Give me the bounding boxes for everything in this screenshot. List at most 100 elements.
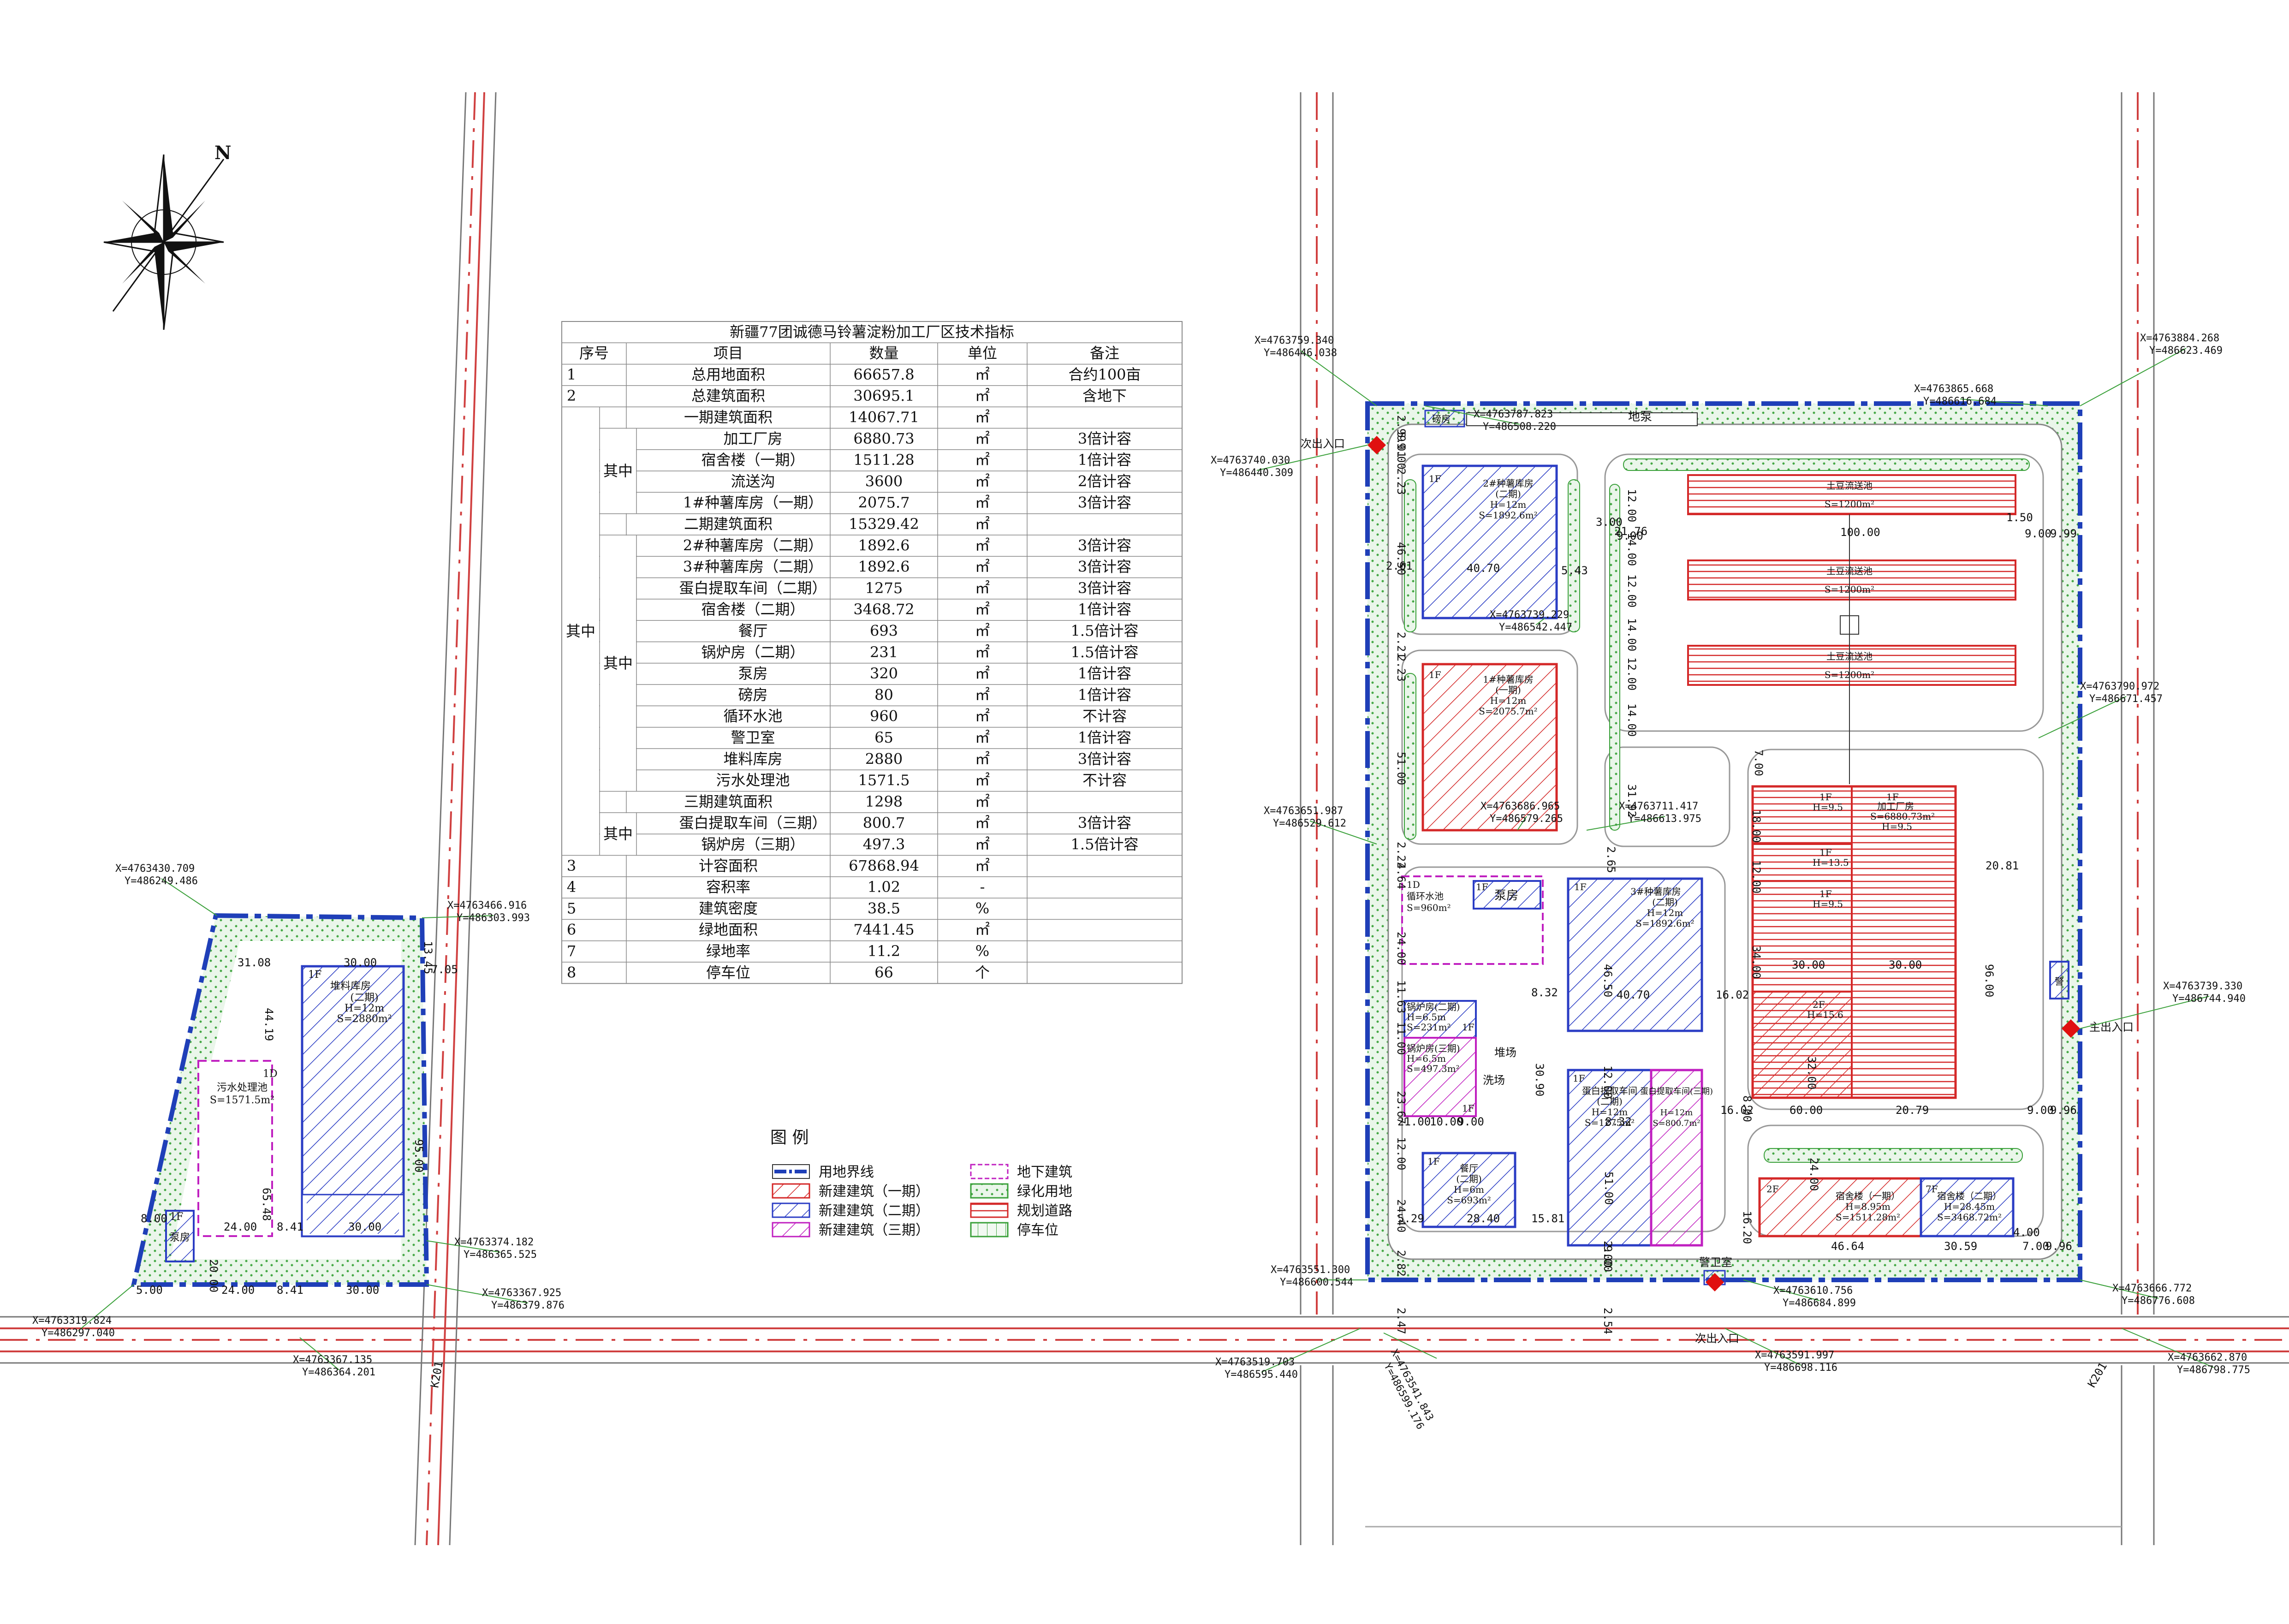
dimension-value: 12.00 [1625,489,1638,522]
svg-text:S=693m²: S=693m² [1447,1195,1491,1206]
coord-y: Y=486446.038 [1264,347,1337,359]
svg-text:堆料库房: 堆料库房 [330,981,371,992]
coord-x: X=4763651.987 [1264,805,1343,817]
dimension-value: 2.23 [1395,655,1408,682]
planned-roads [0,92,2289,1546]
svg-text:(二期): (二期) [1495,488,1521,500]
svg-text:堆场: 堆场 [1494,1046,1516,1059]
dimension-value: 28.40 [1467,1212,1500,1225]
coord-y: Y=486379.876 [491,1300,565,1311]
svg-text:2F: 2F [1813,999,1825,1010]
group-label: 其中 [566,622,595,640]
table-cell: ㎡ [975,729,990,746]
svg-text:H=6.5m: H=6.5m [1407,1053,1446,1064]
table-cell: 3#种薯库房（二期） [683,558,823,576]
table-cell: 3倍计容 [1078,814,1131,832]
west-site-labels: 1F 堆料库房 (二期) H=12m S=2880m² 1D 污水处理池 S=1… [170,969,392,1243]
svg-text:S=960m²: S=960m² [1407,902,1451,913]
svg-text:3#种薯库房: 3#种薯库房 [1630,886,1681,897]
table-cell: 2880 [865,750,903,767]
dimension-value: 8.32 [1605,1115,1632,1128]
flume-3 [1687,645,2016,686]
table-cell: 2倍计容 [1078,472,1131,490]
dimension-value: 2.22 [1395,842,1408,869]
table-cell: 含地下 [1082,387,1127,405]
table-cell: 1#种薯库房（一期） [683,494,823,512]
coord-x: X=4763519.703 [1215,1356,1295,1368]
dimension-value: 8.41 [277,1284,303,1297]
dimension-value: 2.65 [1605,846,1617,873]
dimension-value: 13.45 [422,941,434,974]
svg-text:1D: 1D [263,1068,278,1080]
pump-house-east [1473,880,1541,910]
dimension-value: 12.00 [1625,657,1638,690]
table-cell: 6880.73 [853,430,914,447]
dimension-value: 16.02 [1720,1104,1754,1117]
coord-y: Y=486440.309 [1220,467,1293,479]
table-cell: 3 [567,857,576,874]
table-cell: ㎡ [975,708,990,725]
table-cell: ㎡ [975,836,990,853]
seed-warehouse-1 [1421,663,1558,832]
dimension-value: 31.92 [1625,784,1638,817]
table-cell: 1275 [865,579,903,597]
coord-y: Y=486623.469 [2149,345,2223,357]
coord-x: X=4763790.972 [2080,681,2159,692]
table-cell: 1511.28 [853,451,914,469]
table-cell: 15329.42 [849,515,919,533]
dimension-value: 24.40 [1395,1199,1408,1232]
coord-y: Y=486529.612 [1273,818,1346,829]
table-cell: 65 [874,729,893,746]
table-cell: 4 [567,878,576,896]
coord-y: Y=486613.975 [1628,813,1701,825]
svg-text:宿舍楼（二期）: 宿舍楼（二期） [1937,1190,2002,1202]
dimension-value: 9.00 [1457,1115,1484,1128]
dimension-value: 24.00 [1395,932,1408,965]
coord-x: X=4763787.823 [1474,409,1553,420]
group-label: 其中 [603,654,633,672]
dimension-value: 8.00 [1741,1095,1754,1122]
dimension-value: 21.76 [1614,525,1647,538]
table-cell: ㎡ [975,387,990,405]
coord-x: X=4763662.870 [2168,1352,2247,1363]
compass-star-icon [103,154,225,330]
svg-text:H=12m: H=12m [1592,1106,1628,1118]
table-cell: 7 [567,942,576,960]
dimension-value: 12.00 [1395,1137,1408,1170]
svg-text:S=1275m²: S=1275m² [1585,1117,1635,1128]
coord-y: Y=486508.220 [1483,421,1556,433]
table-cell: 320 [870,665,898,682]
dimension-value: 51.00 [1602,1172,1615,1205]
coord-x: X=4763711.417 [1619,801,1698,812]
svg-text:S=2075.7m²: S=2075.7m² [1479,706,1537,717]
dimension-value: 5.29 [1397,1212,1424,1225]
legend-label: 停车位 [1017,1222,1058,1238]
table-cell: 循环水池 [723,708,782,725]
svg-text:2F: 2F [1766,1184,1779,1195]
dimension-value: 46.50 [1601,964,1614,997]
dorm-phase-1 [1758,1177,1922,1237]
dimension-value: 12.00 [1750,860,1763,893]
svg-text:1F: 1F [1462,1022,1474,1033]
coord-x: X=4763319.824 [32,1315,112,1327]
svg-text:1F: 1F [1462,1103,1474,1114]
dimension-value: 20.81 [1986,859,2019,872]
svg-text:H=15.6: H=15.6 [1807,1009,1843,1020]
dimension-value: 2.23 [1395,468,1408,495]
dimension-value: 2.21 [1395,632,1408,659]
table-cell: 231 [870,643,898,661]
svg-text:7F: 7F [1926,1184,1938,1195]
table-cell: 绿地率 [706,942,750,960]
east-guard-house [2049,961,2069,999]
svg-text:宿舍楼（一期）: 宿舍楼（一期） [1836,1190,1900,1202]
coord-y: Y=486776.608 [2122,1295,2195,1307]
table-cell: ㎡ [975,536,990,554]
dimension-value: 4.00 [2013,1226,2040,1239]
coord-x: X=4763739.229 [1490,609,1569,621]
dimension-value: 30.00 [1792,958,1825,971]
svg-text:1#种薯库房: 1#种薯库房 [1483,674,1533,685]
table-cell: 建筑密度 [699,899,758,917]
legend-label: 用地界线 [819,1164,874,1180]
table-cell: ㎡ [975,643,990,661]
west-site [131,913,429,1287]
